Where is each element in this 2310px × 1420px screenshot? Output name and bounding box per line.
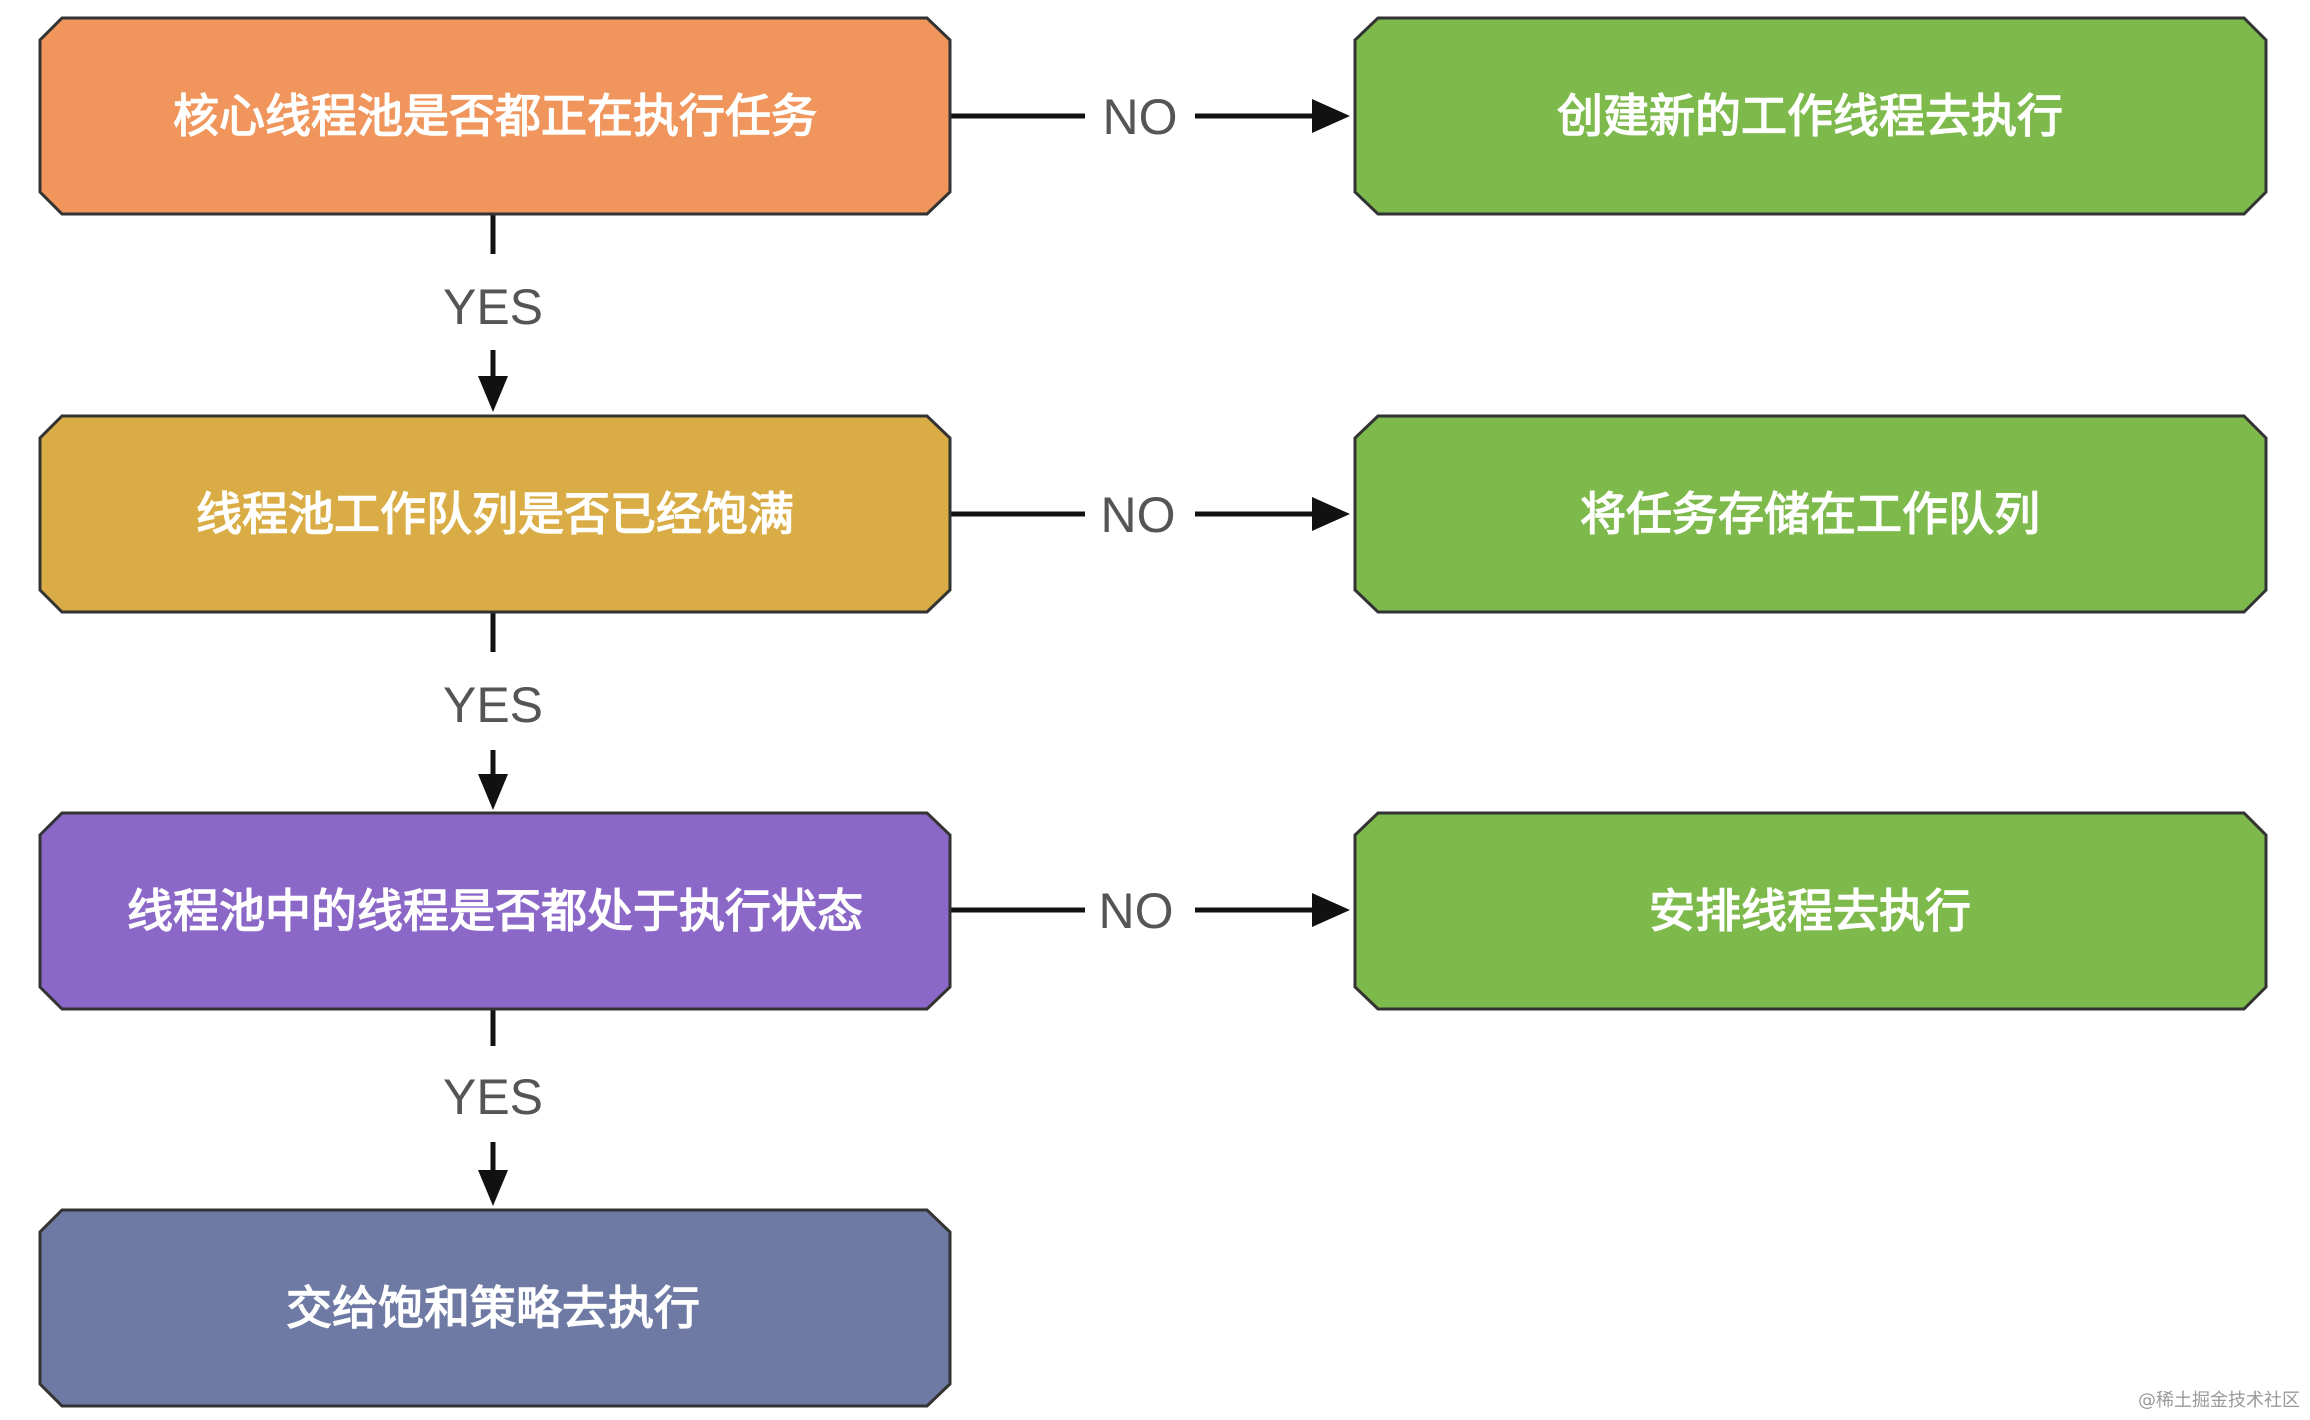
- edge-label-no-2: NO: [1101, 487, 1176, 543]
- node-schedule-thread: 安排线程去执行: [1353, 811, 2268, 1011]
- node-create-worker-label: 创建新的工作线程去执行: [1557, 89, 2063, 143]
- edge-yes-1: YES: [443, 214, 543, 412]
- edge-no-2: NO: [948, 487, 1350, 543]
- node-saturation: 交给饱和策略去执行: [38, 1208, 952, 1408]
- edge-label-yes-2: YES: [443, 677, 543, 733]
- node-saturation-shape: [38, 1208, 952, 1408]
- node-pool-check-label: 线程池中的线程是否都处于执行状态: [127, 884, 863, 938]
- node-store-queue-label: 将任务存储在工作队列: [1580, 487, 2040, 541]
- node-store-queue: 将任务存储在工作队列: [1353, 414, 2268, 614]
- watermark-text: @稀土掘金技术社区: [2138, 1390, 2300, 1411]
- edge-no-3: NO: [948, 883, 1350, 939]
- edge-yes-2: YES: [443, 612, 543, 810]
- node-schedule-thread-shape: [1353, 811, 2268, 1011]
- edge-label-yes-1: YES: [443, 279, 543, 335]
- node-store-queue-shape: [1353, 414, 2268, 614]
- node-create-worker-shape: [1353, 16, 2268, 216]
- node-pool-check: 线程池中的线程是否都处于执行状态: [38, 811, 952, 1011]
- edge-label-yes-3: YES: [443, 1069, 543, 1125]
- node-queue-check-label: 线程池工作队列是否已经饱满: [196, 487, 794, 541]
- node-core-check-shape: [38, 16, 952, 216]
- edge-label-no-3: NO: [1099, 883, 1174, 939]
- edge-no-1: NO: [948, 89, 1350, 145]
- node-queue-check: 线程池工作队列是否已经饱满: [38, 414, 952, 614]
- edge-label-no-1: NO: [1103, 89, 1178, 145]
- node-core-check: 核心线程池是否都正在执行任务: [38, 16, 952, 216]
- node-schedule-thread-label: 安排线程去执行: [1649, 884, 1971, 938]
- node-saturation-label: 交给饱和策略去执行: [286, 1281, 700, 1335]
- node-queue-check-shape: [38, 414, 952, 614]
- node-create-worker: 创建新的工作线程去执行: [1353, 16, 2268, 216]
- node-pool-check-shape: [38, 811, 952, 1011]
- edge-yes-3: YES: [443, 1008, 543, 1206]
- node-core-check-label: 核心线程池是否都正在执行任务: [173, 89, 817, 143]
